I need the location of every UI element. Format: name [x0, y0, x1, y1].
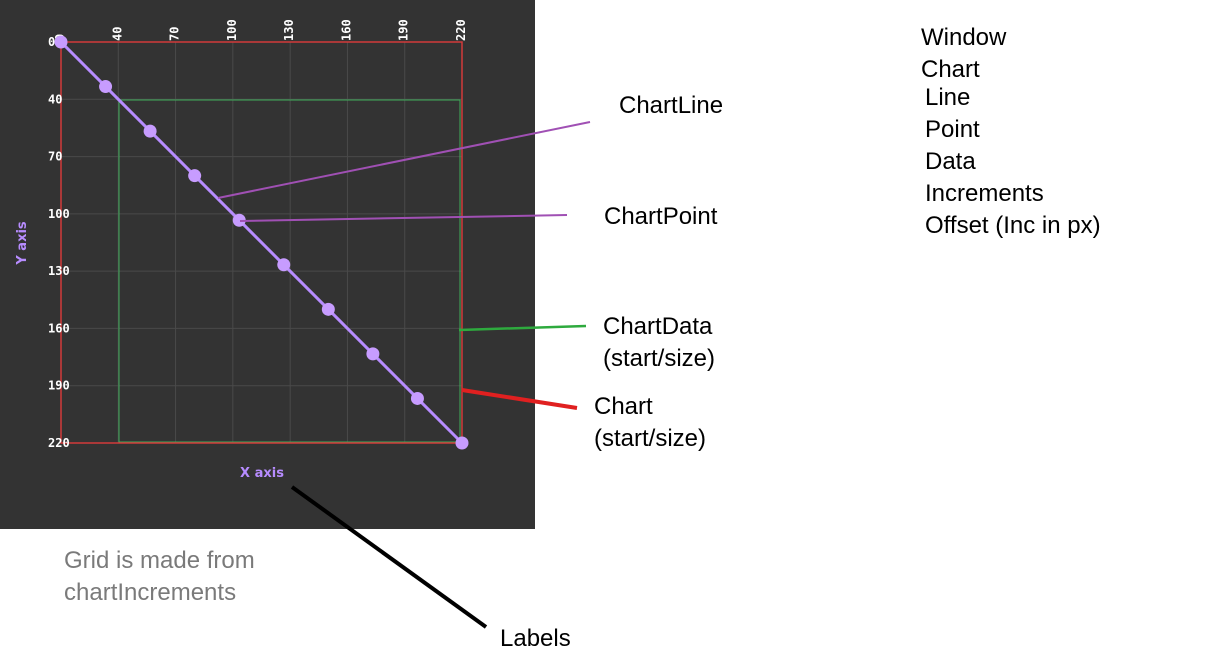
y-axis-title: Y axis: [15, 221, 30, 266]
chart-points: [54, 35, 469, 450]
chart-data-annotation: ChartData (start/size): [603, 313, 716, 372]
chart-data-leader: [458, 324, 587, 332]
grid-note: Grid is made from chartIncrements: [64, 547, 255, 606]
component-hierarchy-list: Window Chart Line Point Data Increments …: [921, 22, 1101, 242]
chart-point: [99, 80, 113, 94]
x-axis-title: X axis: [240, 466, 284, 481]
y-tick-label: 190: [48, 379, 70, 393]
x-tick-label: 70: [168, 27, 182, 41]
labels-leader: [290, 485, 488, 629]
chart-point-annotation: ChartPoint: [604, 203, 718, 230]
chart-area-border: [60, 41, 463, 444]
y-tick-label: 40: [48, 92, 62, 106]
chart-point-leader: [239, 214, 568, 222]
chart-point: [54, 35, 68, 49]
x-tick-label: 40: [110, 27, 124, 41]
chart-point: [232, 213, 246, 227]
chart-line-annotation: ChartLine: [619, 92, 724, 119]
chart-data-area: [118, 99, 461, 443]
y-tick-label: 130: [48, 264, 70, 278]
chart-point: [277, 258, 291, 272]
chart-line-leader: [217, 121, 591, 199]
x-tick-label: 190: [397, 19, 411, 41]
x-tick-label: 160: [339, 19, 353, 41]
chart-grid: [61, 42, 462, 443]
chart-point: [188, 169, 202, 183]
hierarchy-item-increments: Increments: [925, 180, 1044, 207]
chart-point: [321, 302, 335, 316]
x-tick-label: 130: [282, 19, 296, 41]
chart-point: [455, 436, 469, 450]
chart-point: [143, 124, 157, 138]
chart-annotation: Chart (start/size): [594, 393, 707, 452]
y-tick-label: 0: [48, 35, 55, 49]
y-tick-label: 220: [48, 436, 70, 450]
chart-point: [366, 347, 380, 361]
hierarchy-item-point: Point: [925, 116, 980, 143]
labels-annotation: Labels: [500, 625, 571, 652]
hierarchy-item-offset: Offset (Inc in px): [925, 212, 1101, 239]
chart-line: [59, 40, 464, 445]
chart-panel: [0, 0, 535, 529]
hierarchy-item-line: Line: [925, 84, 971, 111]
y-tick-label: 160: [48, 321, 70, 335]
chart-point: [410, 391, 424, 405]
y-tick-label: 100: [48, 207, 70, 221]
x-tick-label: 220: [454, 19, 468, 41]
hierarchy-item-chart: Chart: [921, 56, 980, 83]
y-tick-label: 70: [48, 150, 62, 164]
hierarchy-title: Window: [921, 24, 1007, 51]
x-tick-label: 100: [225, 19, 239, 41]
y-axis-tick-labels: 0 40 70 100 130 160 190 220: [48, 35, 70, 450]
hierarchy-item-data: Data: [925, 148, 976, 175]
chart-leader: [461, 388, 578, 410]
